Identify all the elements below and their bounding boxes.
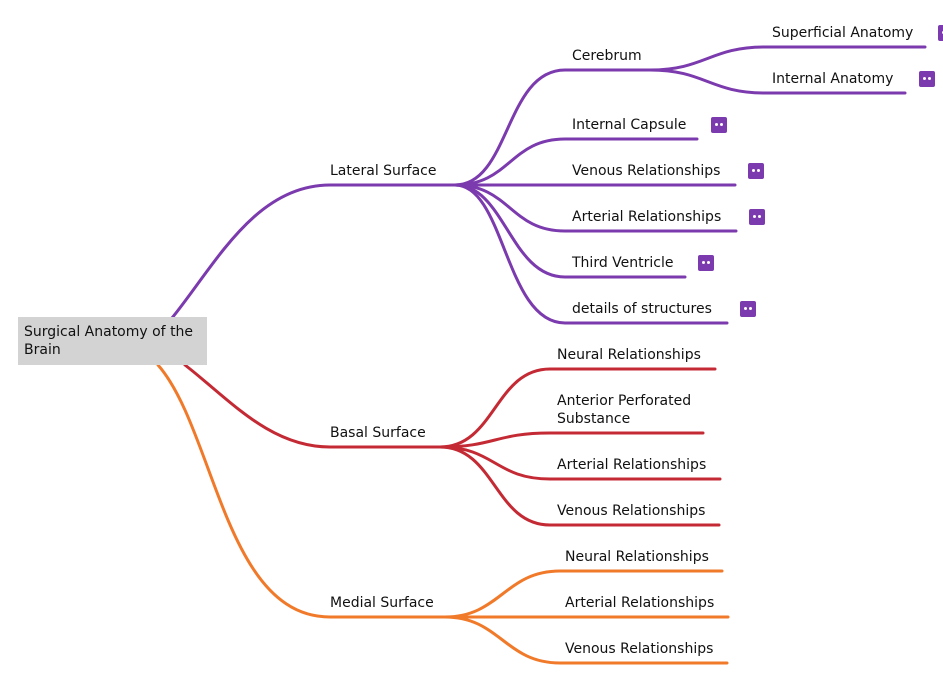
connector-basal-venous — [438, 445, 721, 527]
note-icon[interactable] — [749, 209, 765, 225]
topic-venous-relationships-basal[interactable]: Venous Relationships — [557, 503, 706, 519]
topic-superficial-anatomy[interactable]: Superficial Anatomy — [772, 25, 914, 41]
topic-venous-relationships-medial[interactable]: Venous Relationships — [565, 641, 714, 657]
branch-basal-surface[interactable]: Basal Surface — [330, 425, 426, 441]
note-icon[interactable] — [748, 163, 764, 179]
connector-internal-capsule — [453, 137, 699, 187]
connector-medial — [156, 363, 447, 619]
topic-venous-relationships-lateral[interactable]: Venous Relationships — [572, 163, 721, 179]
branch-medial-surface[interactable]: Medial Surface — [330, 595, 434, 611]
note-icon[interactable] — [698, 255, 714, 271]
connector-medial-venous — [443, 615, 729, 665]
topic-arterial-relationships-basal[interactable]: Arterial Relationships — [557, 457, 707, 473]
connector-superficial-anatomy — [648, 45, 927, 72]
topic-internal-anatomy[interactable]: Internal Anatomy — [772, 71, 894, 87]
connector-details — [453, 183, 729, 325]
connector-basal-arterial — [438, 445, 722, 481]
note-icon[interactable] — [938, 25, 943, 41]
branch-lateral-surface[interactable]: Lateral Surface — [330, 163, 437, 179]
connector-medial-neural — [443, 569, 724, 619]
connector-basal-neural — [438, 367, 717, 449]
topic-neural-relationships-basal[interactable]: Neural Relationships — [557, 347, 701, 363]
topic-third-ventricle[interactable]: Third Ventricle — [572, 255, 674, 271]
connector-basal — [183, 363, 442, 449]
note-icon[interactable] — [919, 71, 935, 87]
topic-anterior-perforated-substance[interactable]: Anterior Perforated Substance — [557, 393, 692, 427]
connector-cerebrum — [453, 68, 652, 187]
note-icon[interactable] — [740, 301, 756, 317]
topic-cerebrum[interactable]: Cerebrum — [572, 48, 642, 64]
topic-neural-relationships-medial[interactable]: Neural Relationships — [565, 549, 709, 565]
topic-internal-capsule[interactable]: Internal Capsule — [572, 117, 687, 133]
root-topic[interactable]: Surgical Anatomy of the Brain — [18, 317, 207, 365]
connector-lateral — [170, 183, 457, 320]
connector-arterial-lateral — [453, 183, 738, 233]
topic-details-of-structures[interactable]: details of structures — [572, 301, 712, 317]
connector-basal-aps — [438, 431, 705, 449]
topic-arterial-relationships-medial[interactable]: Arterial Relationships — [565, 595, 715, 611]
root-topic-label: Surgical Anatomy of the Brain — [24, 324, 194, 358]
note-icon[interactable] — [711, 117, 727, 133]
topic-arterial-relationships-lateral[interactable]: Arterial Relationships — [572, 209, 722, 225]
connector-third-ventricle — [453, 183, 687, 279]
connector-internal-anatomy — [648, 68, 907, 95]
